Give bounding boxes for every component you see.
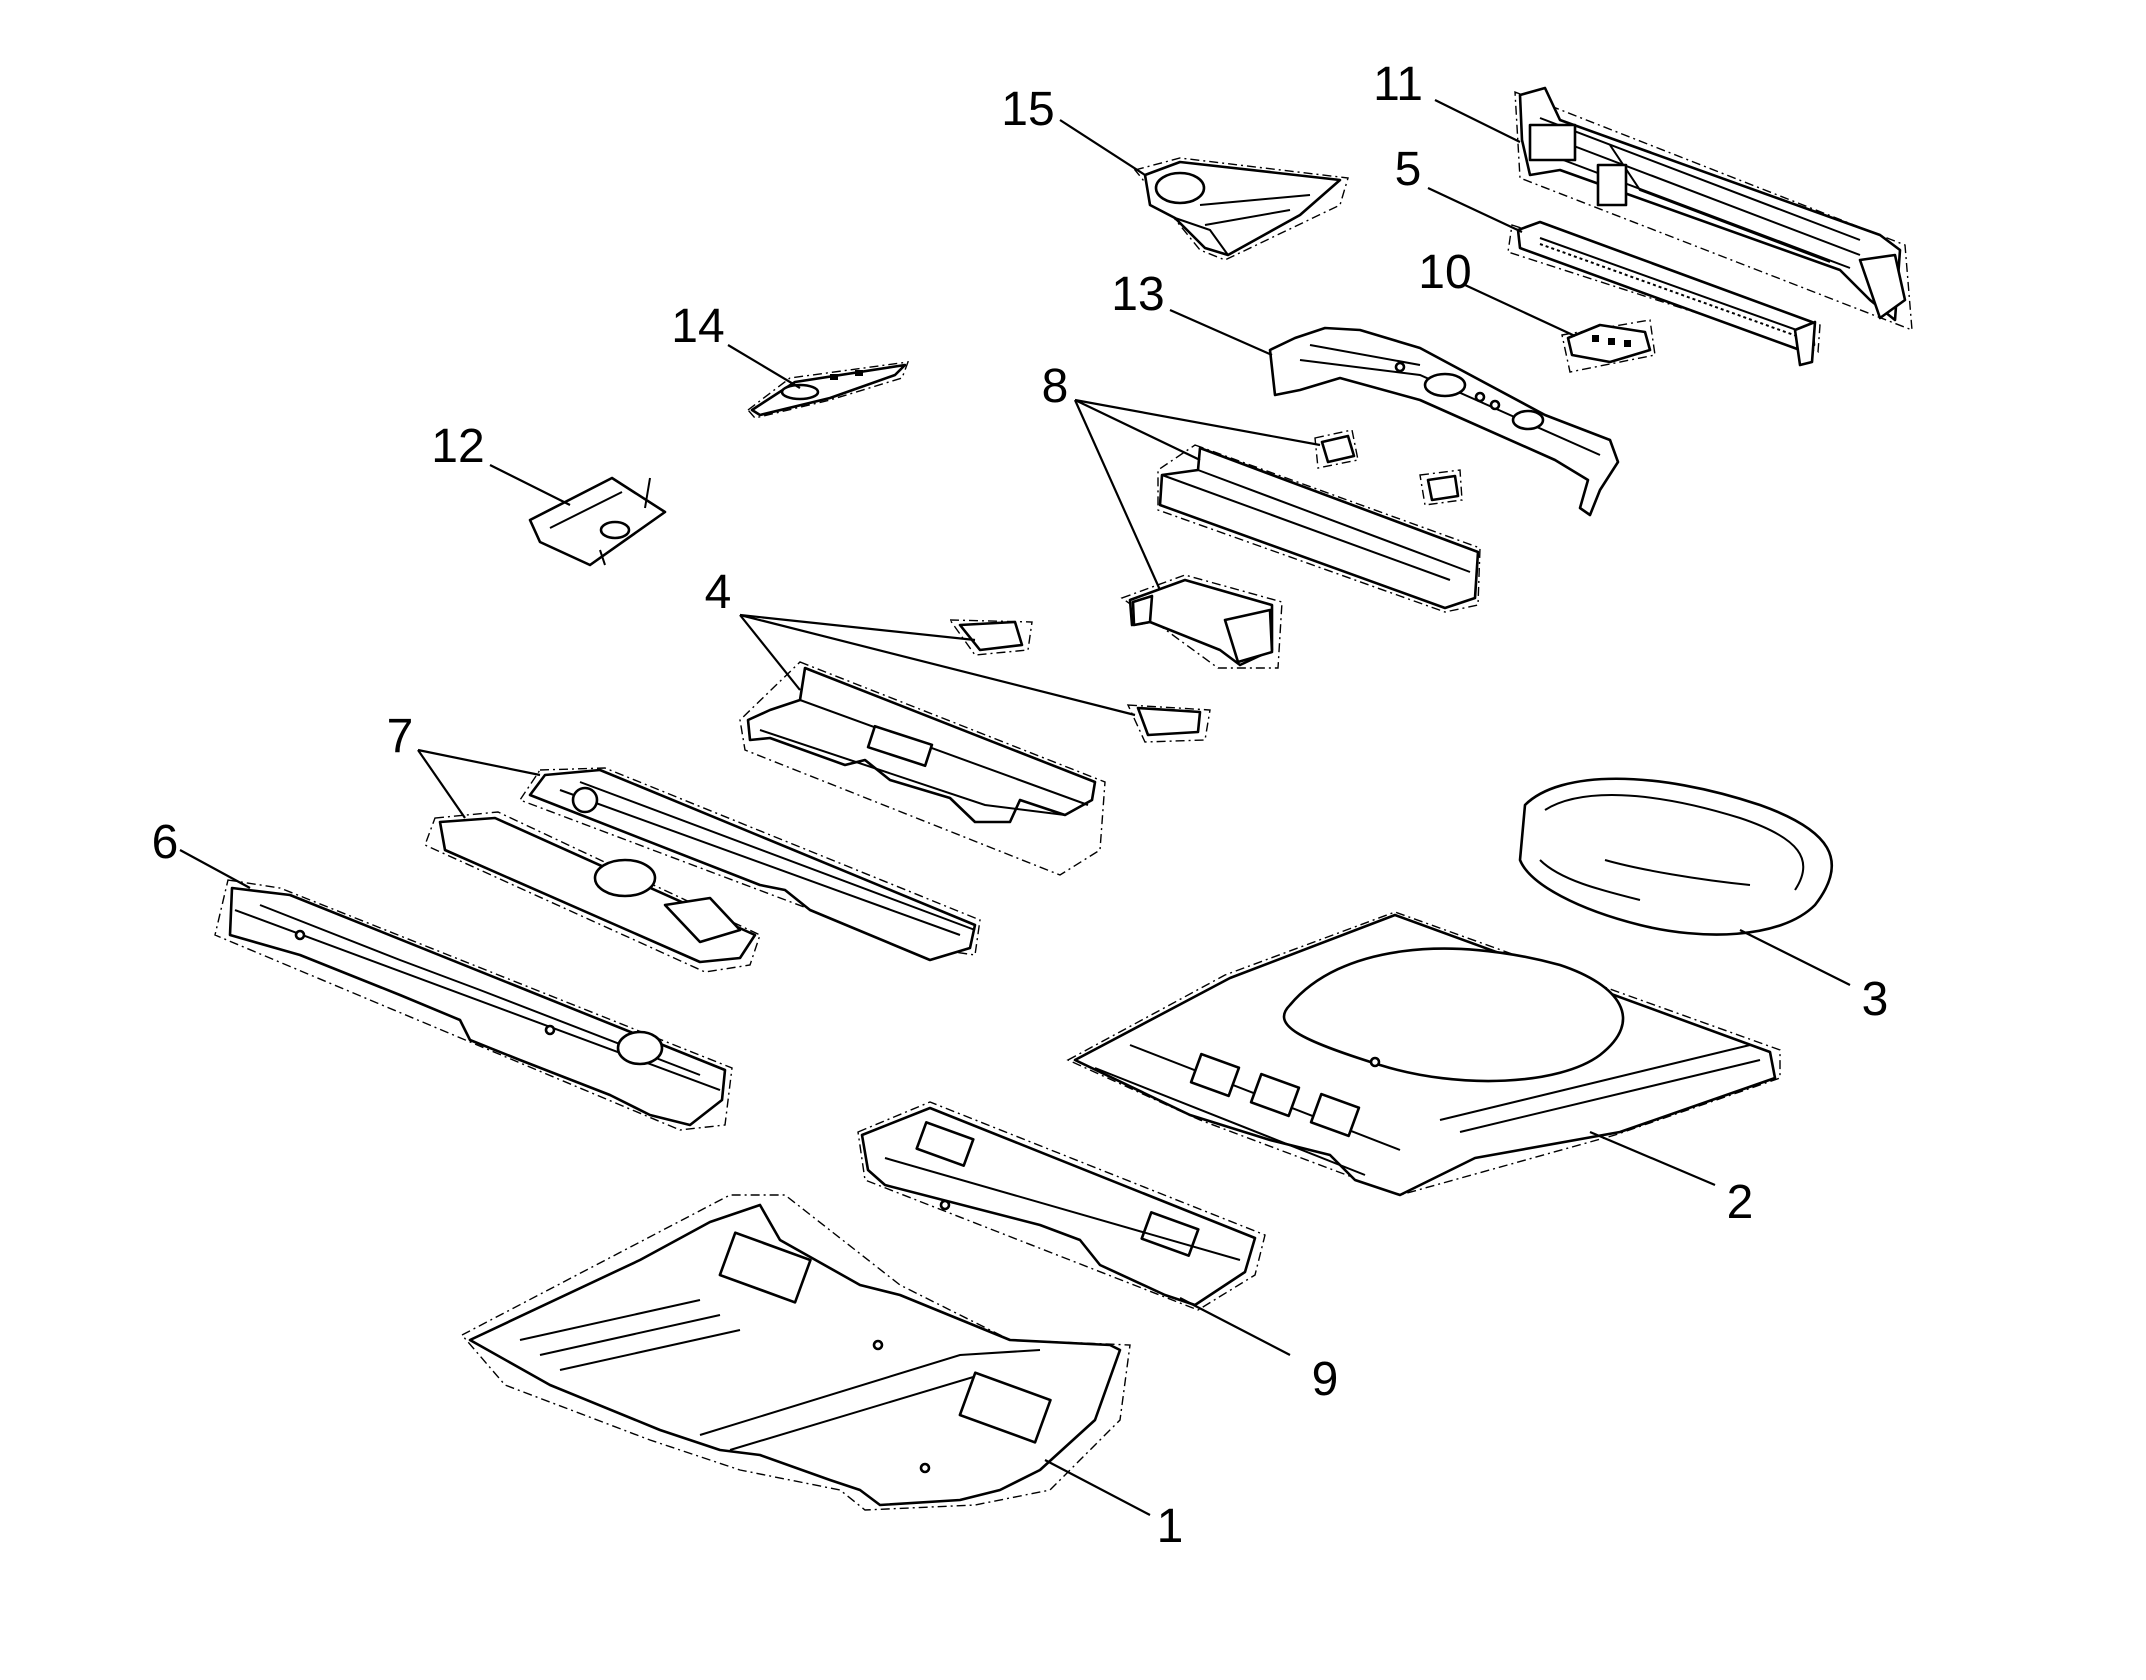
callout-15: 15 (1001, 83, 1054, 136)
leader-1 (1044, 1459, 1151, 1516)
callout-6: 6 (152, 816, 179, 869)
callout-10: 10 (1418, 246, 1471, 299)
callout-1: 1 (1157, 1500, 1184, 1553)
leader-12 (489, 464, 571, 506)
callout-11: 11 (1373, 58, 1423, 111)
leader-2 (1589, 1130, 1716, 1187)
leader-10 (1464, 284, 1576, 337)
part-8-channel-and-brackets (1120, 429, 1481, 669)
leader-11 (1434, 99, 1521, 143)
leader-6 (179, 849, 251, 889)
part-13-rear-member (1268, 326, 1620, 517)
callout-14: 14 (671, 300, 724, 353)
leader-9 (1179, 1297, 1291, 1356)
part-12-small-plate (528, 476, 667, 567)
leader-8a (1074, 399, 1201, 461)
part-10-small-bracket (1561, 319, 1656, 373)
leader-4c (739, 613, 1136, 717)
leader-15 (1059, 119, 1146, 176)
part-9-front-crossmember (857, 1101, 1266, 1311)
part-4-crossmember (739, 619, 1211, 876)
callout-3: 3 (1862, 973, 1889, 1026)
part-14-thin-strip (746, 361, 910, 419)
leader-7a (417, 748, 541, 777)
leader-4b (739, 613, 976, 642)
leader-14 (727, 344, 801, 389)
leader-8c (1073, 399, 1162, 591)
callout-4: 4 (705, 566, 732, 619)
callout-8: 8 (1042, 360, 1069, 413)
callout-13: 13 (1111, 268, 1164, 321)
part-6-side-member (214, 879, 733, 1131)
part-15-corner-panel (1133, 157, 1349, 261)
part-7-floor-rails (424, 767, 981, 973)
callout-9: 9 (1312, 1353, 1339, 1406)
leader-7b (417, 749, 466, 819)
part-5-cross-bar (1507, 220, 1821, 367)
part-11-upper-rear-crossmember (1514, 86, 1913, 332)
leader-8b (1074, 398, 1321, 447)
part-1-front-floor-pan (460, 1194, 1131, 1511)
leader-3 (1739, 929, 1851, 986)
callout-5: 5 (1395, 143, 1422, 196)
callout-2: 2 (1727, 1176, 1754, 1229)
part-3-spare-wheel-tub (1518, 777, 1834, 936)
leader-4a (739, 614, 801, 691)
leader-13 (1169, 308, 1273, 357)
leader-5 (1427, 187, 1523, 233)
leader-lines (179, 99, 1851, 1516)
callout-12: 12 (431, 420, 484, 473)
callout-labels: 1 2 3 4 5 6 7 8 9 10 11 12 13 14 15 (152, 58, 1889, 1553)
part-2-rear-floor-pan (1066, 911, 1781, 1197)
callout-7: 7 (387, 710, 414, 763)
